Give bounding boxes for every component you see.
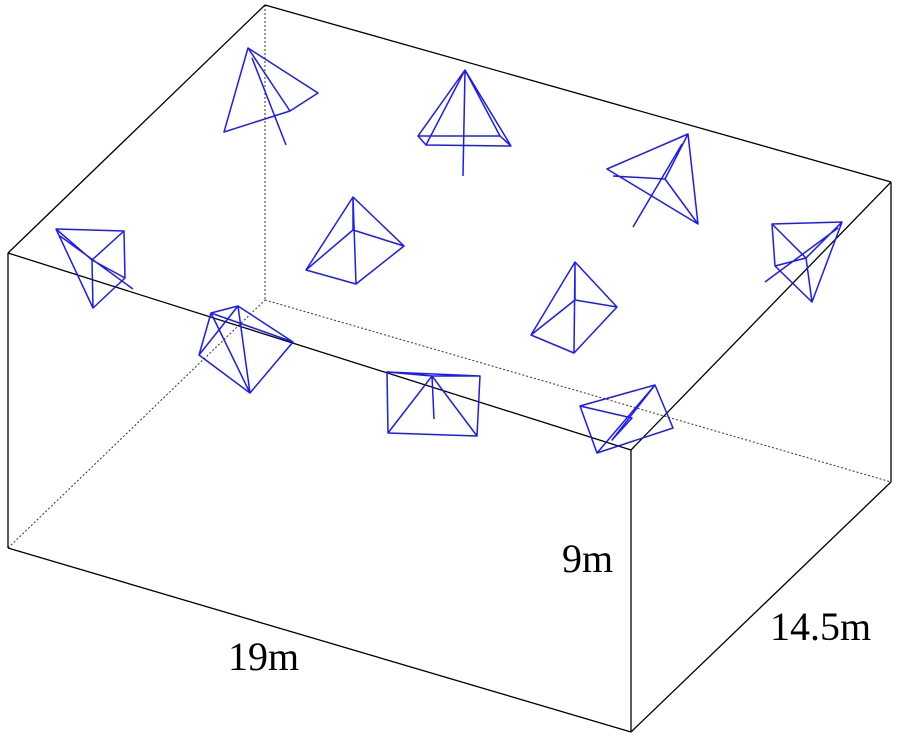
camera-frustum: [223, 47, 319, 146]
camera-frustum: [198, 305, 294, 394]
width-label: 19m: [228, 634, 299, 679]
room-top-right-edge: [630, 181, 892, 451]
dimension-labels: 9m 19m 14.5m: [228, 536, 871, 679]
camera-frustum: [579, 384, 674, 454]
room-box: [7, 4, 892, 733]
room-top-left-edge: [7, 4, 266, 254]
camera-frustum: [386, 371, 481, 437]
camera-frustum: [606, 133, 699, 228]
room-top-back-edge: [264, 4, 892, 183]
camera-frustums: [55, 47, 843, 454]
camera-frustum: [764, 221, 843, 303]
camera-frustum: [530, 261, 618, 354]
room-back-bottom-left-edge: [7, 299, 266, 549]
room-bottom-front-edge: [7, 547, 632, 733]
camera-frustum: [305, 196, 405, 285]
depth-label: 14.5m: [770, 604, 871, 649]
height-label: 9m: [562, 536, 613, 581]
room-bottom-right-edge: [630, 481, 892, 733]
room-top-front-edge: [7, 252, 632, 451]
camera-frustum: [55, 228, 134, 309]
camera-frustum: [417, 69, 512, 177]
room-back-bottom-edge: [264, 299, 892, 483]
